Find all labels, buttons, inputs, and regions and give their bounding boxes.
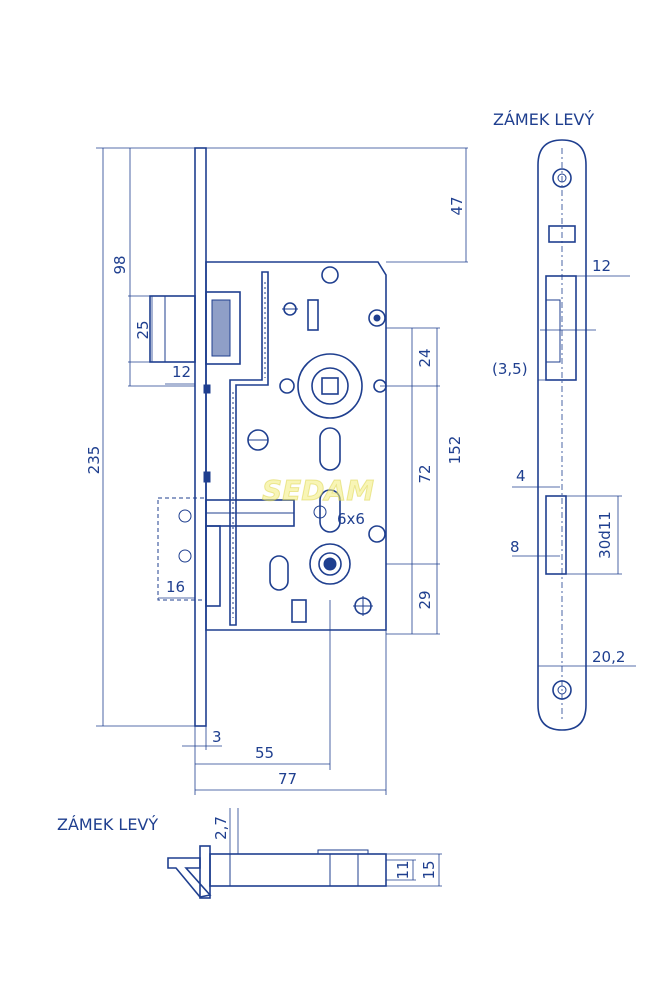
dim-b11: 11 <box>394 860 412 879</box>
watermark: SEDAM <box>262 474 374 507</box>
latch-bolt <box>149 291 241 365</box>
dim-b15: 15 <box>420 860 438 879</box>
faceplate <box>194 147 207 727</box>
dim-r30d11: 30d11 <box>596 511 614 559</box>
dim-r35: (3,5) <box>492 360 528 378</box>
dim-55: 55 <box>255 744 274 762</box>
faceplate-hole-bottom <box>552 680 572 700</box>
dim-29: 29 <box>416 590 434 609</box>
turn-follower <box>309 543 351 585</box>
main-lock-view: 6x6 <box>149 147 387 727</box>
dim-16: 16 <box>166 578 185 596</box>
faceplate-hole-top <box>552 168 572 188</box>
faceplate-dimensions: 12 (3,5) 4 8 30d11 20,2 <box>492 257 636 667</box>
dim-235: 235 <box>85 446 103 475</box>
lock-case <box>205 261 387 631</box>
title-bottom-view: ZÁMEK LEVÝ <box>57 815 158 834</box>
dim-6x6: 6x6 <box>337 510 365 528</box>
dim-77: 77 <box>278 770 297 788</box>
dim-24: 24 <box>416 348 434 367</box>
dim-r4: 4 <box>516 467 526 485</box>
dim-12: 12 <box>172 363 191 381</box>
deadbolt-opening <box>545 495 567 575</box>
fixing-hole-mid <box>368 525 386 543</box>
latch-opening <box>545 275 577 381</box>
bottom-dimensions: 2,7 11 15 <box>212 808 442 887</box>
dim-25: 25 <box>134 320 152 339</box>
dim-98: 98 <box>111 255 129 274</box>
dim-r12: 12 <box>592 257 611 275</box>
dim-b2-7: 2,7 <box>212 816 230 840</box>
fixing-hole-top <box>368 309 386 327</box>
dim-3: 3 <box>212 728 222 746</box>
bottom-view <box>167 845 387 899</box>
deadbolt <box>157 497 295 607</box>
faceplate-view <box>537 139 587 731</box>
dim-r8: 8 <box>510 538 520 556</box>
title-right-view: ZÁMEK LEVÝ <box>493 110 594 129</box>
lever-strip <box>229 271 269 626</box>
dim-47: 47 <box>448 196 466 215</box>
handle-follower <box>279 353 387 419</box>
dim-72: 72 <box>416 464 434 483</box>
main-dimensions: 235 98 25 12 16 3 55 77 47 <box>85 147 468 795</box>
dim-r20-2: 20,2 <box>592 648 625 666</box>
dim-152: 152 <box>446 436 464 465</box>
